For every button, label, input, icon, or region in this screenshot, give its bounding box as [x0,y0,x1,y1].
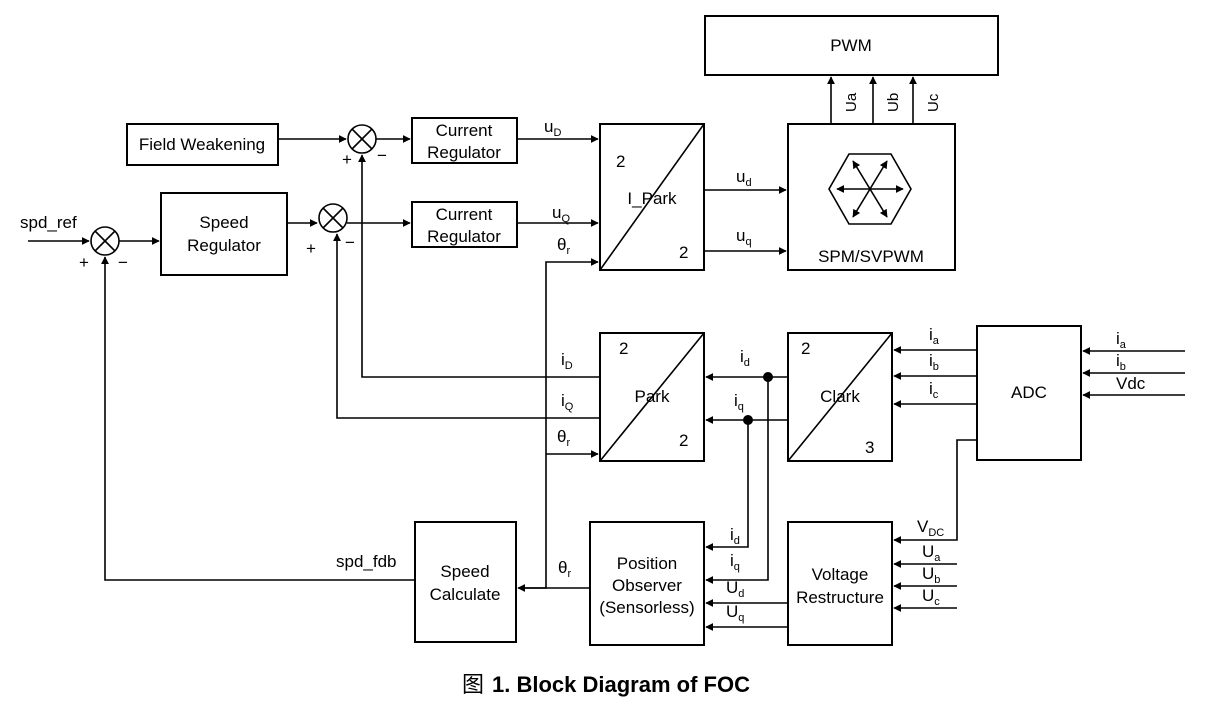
ia-adc-label: ia [929,325,940,347]
ua-label: Ua [843,92,860,112]
speed-calculate-label-1: Speed [440,562,489,581]
voltage-restructure-label-2: Restructure [796,588,884,607]
sum-junction-id [347,124,377,154]
adc-block: ADC [976,325,1082,461]
sign-minus-speed: − [118,253,128,272]
sum-junction-speed [90,226,120,256]
speed-calculate-label-2: Calculate [430,585,501,604]
Uc-vr-label: Uc [922,586,940,608]
spd-ref-label: spd_ref [20,213,77,232]
voltage-restructure-label-1: Voltage [812,565,869,584]
uQ-label: uQ [552,203,570,225]
clark-port-in: 2 [801,339,810,358]
speed-regulator-block: Speed Regulator [160,192,288,276]
current-regulator-q-block: Current Regulator [411,201,518,248]
park-port-in: 2 [619,339,628,358]
ub-label: Ub [885,93,902,112]
voltage-restructure-block: Voltage Restructure [787,521,893,646]
position-observer-label-1: Position [617,554,677,573]
vdc-input-label: Vdc [1116,374,1146,393]
position-observer-label-2: Observer [612,576,682,595]
ib-adc-label: ib [929,351,939,373]
field-weakening-block: Field Weakening [126,123,279,166]
pwm-block: PWM [704,15,999,76]
ia-input-label: ia [1116,329,1127,351]
i-park-block: 2 I_Park 2 [599,123,705,271]
current-regulator-d-label-1: Current [436,121,493,140]
position-observer-label-3: (Sensorless) [599,598,694,617]
clark-block: 2 Clark 3 [787,332,893,462]
sum-junction-iq [318,203,348,233]
ib-input-label: ib [1116,351,1126,373]
hexagon-icon [828,153,912,225]
svpwm-label: SPM/SVPWM [818,247,924,266]
i-park-port-in: 2 [616,152,625,171]
i-park-label: I_Park [627,189,677,208]
Uq-observer-label: Uq [726,602,744,624]
iq-observer-label: iq [730,551,740,573]
sign-plus-speed: + [79,253,89,272]
current-regulator-d-block: Current Regulator [411,117,518,164]
pwm-label: PWM [830,36,872,55]
park-label: Park [635,387,670,406]
iQ-label: iQ [561,391,574,413]
Ua-vr-label: Ua [922,542,941,564]
ic-adc-label: ic [929,379,939,401]
current-regulator-d-label-2: Regulator [427,143,501,162]
theta-r-park-label: θr [557,427,570,449]
clark-label: Clark [820,387,860,406]
park-block: 2 Park 2 [599,332,705,462]
iD-label: iD [561,350,573,372]
i-park-port-out: 2 [679,243,688,262]
speed-regulator-label-1: Speed [199,213,248,232]
id-clark-label: id [740,347,750,369]
field-weakening-label: Field Weakening [139,135,265,154]
speed-calculate-block: Speed Calculate [414,521,517,643]
current-regulator-q-label-2: Regulator [427,227,501,246]
ud-label: ud [736,167,752,189]
Ub-vr-label: Ub [922,564,940,586]
sign-plus-iq: + [306,239,316,258]
svpwm-block: SPM/SVPWM [787,123,956,271]
clark-port-out: 3 [865,438,874,457]
park-port-out: 2 [679,431,688,450]
theta-r-observer-label: θr [558,558,571,580]
current-regulator-q-label-1: Current [436,205,493,224]
uc-label: Uc [925,93,942,112]
vdc-vr-label: VDC [917,517,944,539]
adc-label: ADC [1011,383,1047,402]
iq-clark-label: iq [734,391,744,413]
uq-label: uq [736,226,752,248]
theta-r-ipark-label: θr [557,235,570,257]
uD-label: uD [544,117,561,139]
spd-fdb-label: spd_fdb [336,552,397,571]
id-observer-label: id [730,525,740,547]
sign-plus-id: + [342,150,352,169]
sign-minus-id: − [377,146,387,165]
position-observer-block: Position Observer (Sensorless) [589,521,705,646]
Ud-observer-label: Ud [726,578,744,600]
sign-minus-iq: − [345,233,355,252]
speed-regulator-label-2: Regulator [187,236,261,255]
